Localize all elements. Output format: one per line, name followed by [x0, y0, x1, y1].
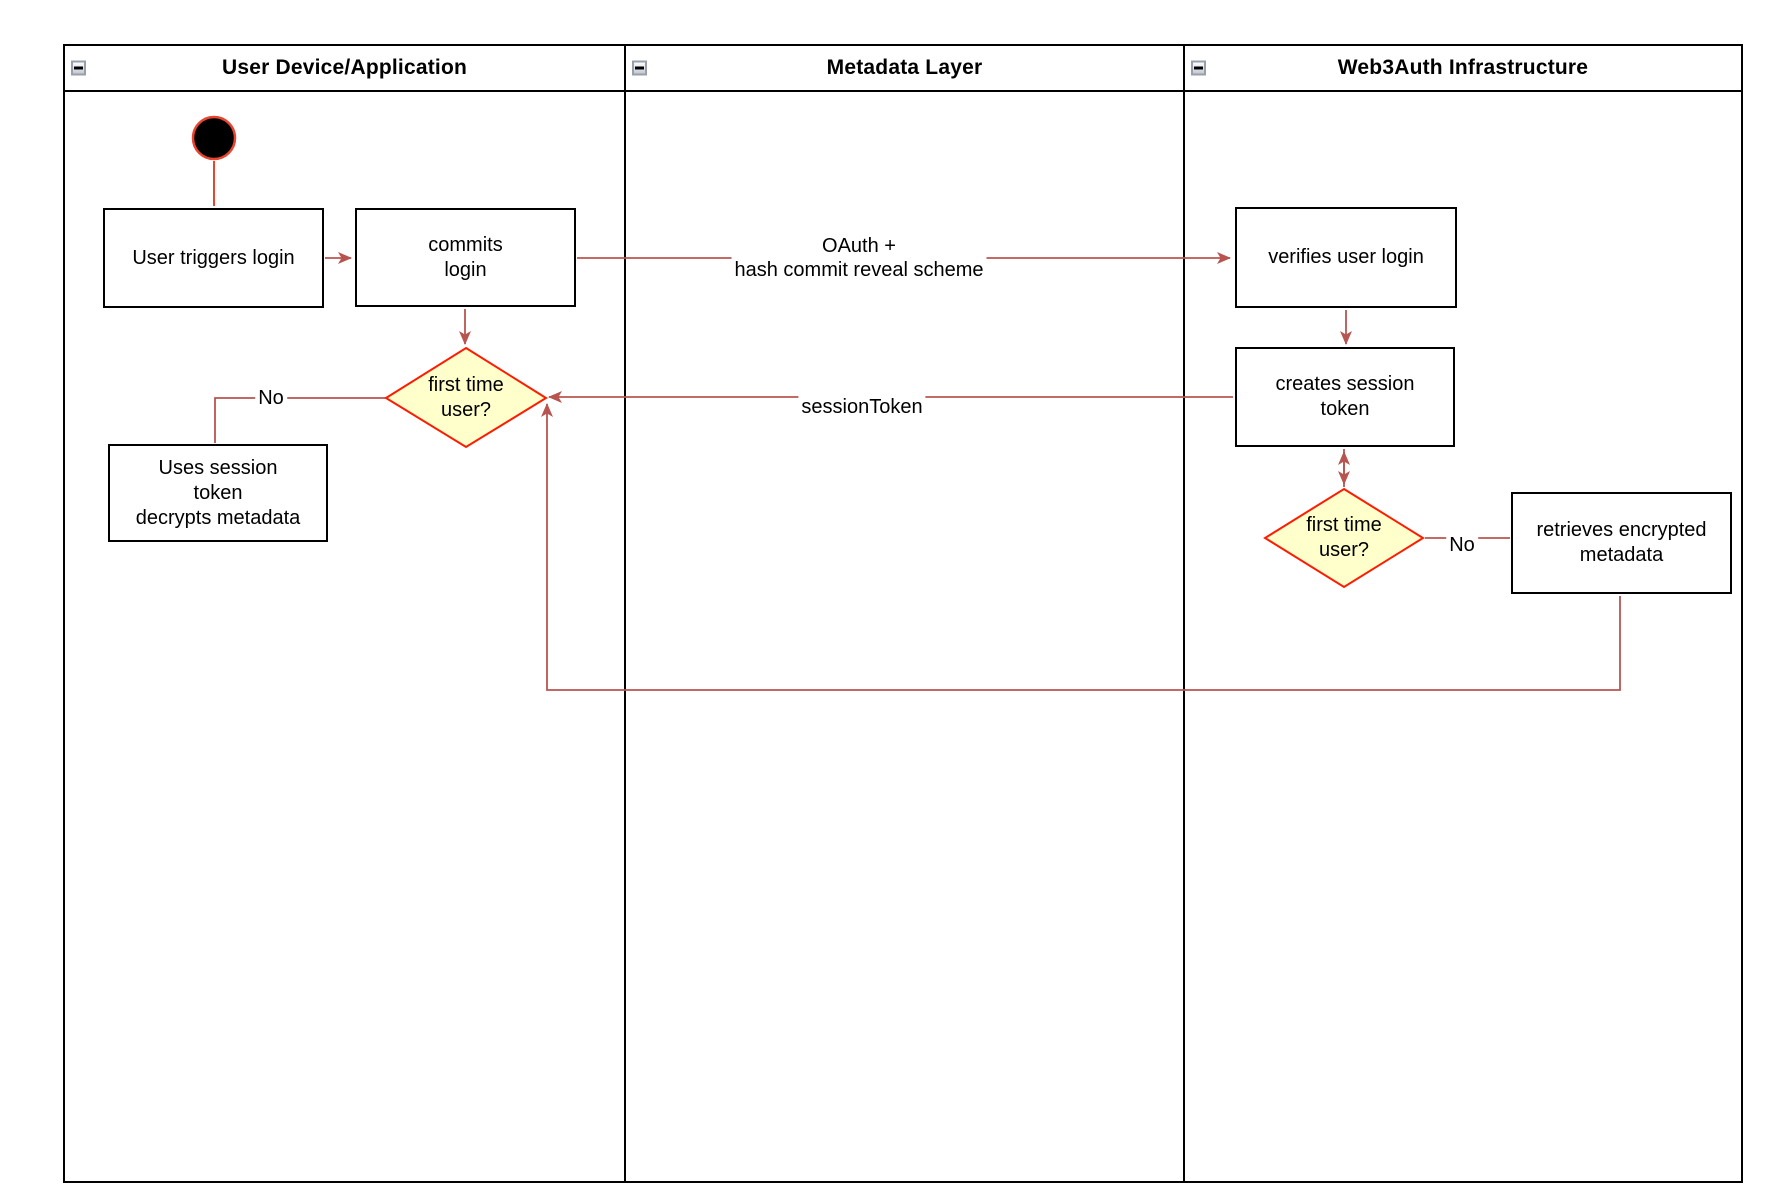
node-label: commits login: [428, 233, 503, 281]
node-label: Uses session token decrypts metadata: [135, 456, 301, 529]
lane-title: Metadata Layer: [826, 56, 983, 79]
node-verifies-user-login[interactable]: verifies user login: [1235, 207, 1457, 308]
node-label: retrieves encrypted metadata: [1536, 519, 1707, 566]
lane-user-device: User Device/Application: [65, 46, 626, 1181]
minus-icon: [635, 66, 644, 70]
edge-decision1-no-to-usestoken: [214, 397, 386, 443]
minus-icon: [1194, 66, 1203, 70]
lane-header-user-device: User Device/Application: [65, 46, 624, 92]
node-user-triggers-login[interactable]: User triggers login: [103, 208, 324, 308]
decision-label-first-time-user-2: first time user?: [1306, 514, 1382, 561]
node-retrieves-encrypted-metadata[interactable]: retrieves encrypted metadata: [1511, 492, 1732, 594]
edge-retrieves-feedback-to-decision1: [541, 403, 1621, 691]
lane-metadata-layer: Metadata Layer: [626, 46, 1185, 1181]
decision-first-time-user-1[interactable]: [384, 346, 548, 449]
node-label: verifies user login: [1268, 246, 1424, 268]
node-commits-login[interactable]: commits login: [355, 208, 576, 307]
collapse-lane-icon[interactable]: [71, 60, 86, 76]
start-node[interactable]: [191, 115, 237, 161]
edge-label-oauth: OAuth + hash commit reveal scheme: [731, 234, 987, 282]
lane-web3auth-infrastructure: Web3Auth Infrastructure: [1185, 46, 1741, 1181]
node-creates-session-token[interactable]: creates session token: [1235, 347, 1455, 447]
collapse-lane-icon[interactable]: [1191, 60, 1206, 76]
collapse-lane-icon[interactable]: [632, 60, 647, 76]
edge-label-sessiontoken: sessionToken: [798, 395, 926, 419]
decision-first-time-user-2[interactable]: [1263, 487, 1425, 589]
node-uses-session-token[interactable]: Uses session token decrypts metadata: [108, 444, 328, 542]
minus-icon: [74, 66, 83, 70]
swimlane-pool: User Device/Application Metadata Layer W…: [63, 44, 1743, 1183]
lane-header-metadata-layer: Metadata Layer: [626, 46, 1183, 92]
lane-title: Web3Auth Infrastructure: [1337, 56, 1589, 79]
edge-label-no-third-lane: No: [1446, 533, 1478, 557]
node-label: creates session token: [1275, 373, 1415, 420]
lane-header-web3auth: Web3Auth Infrastructure: [1185, 46, 1741, 92]
lane-title: User Device/Application: [221, 56, 467, 79]
edge-label-no-first-lane: No: [255, 386, 287, 410]
decision-label-first-time-user-1: first time user?: [428, 374, 504, 421]
node-label: User triggers login: [132, 246, 295, 269]
